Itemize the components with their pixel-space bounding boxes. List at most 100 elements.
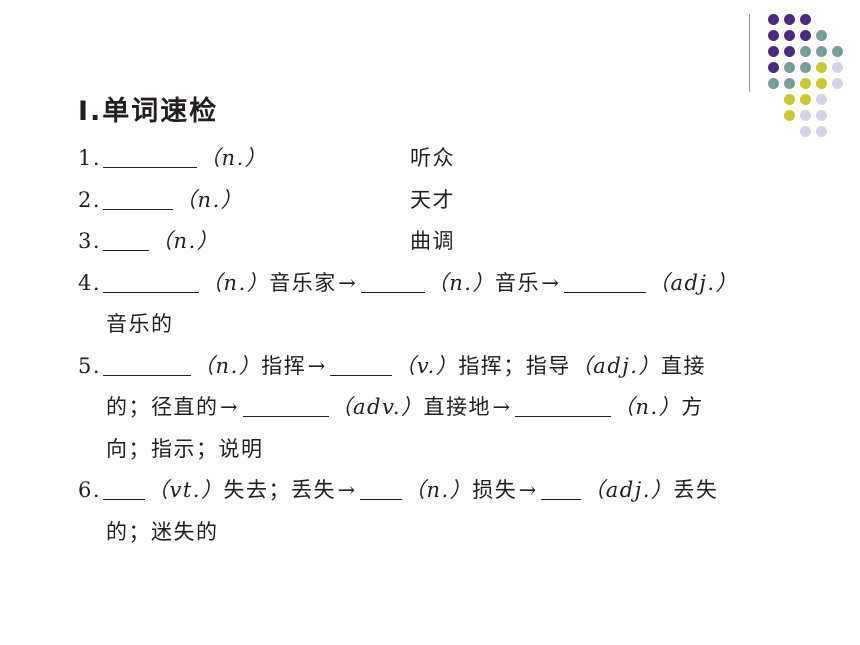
exercise-item-1: 1. （n.） 听众 (78, 138, 798, 180)
meaning: 天才 (410, 187, 455, 212)
part-of-speech: （n.） (201, 270, 270, 295)
exercise-item-5-continued-2: 向；指示；说明 (78, 429, 798, 471)
answer-blank[interactable] (103, 249, 150, 251)
arrow-icon: → (492, 395, 512, 419)
gloss-text: 直接地 (423, 395, 492, 419)
gloss-text: 音乐 (494, 270, 540, 295)
decor-dot (800, 14, 811, 25)
decor-dot (800, 62, 811, 73)
decor-dot (784, 62, 795, 73)
decor-dot (768, 78, 779, 89)
decor-dot (816, 94, 827, 105)
part-of-speech: （v.） (394, 353, 459, 378)
decor-dot (800, 126, 811, 137)
decor-dot (784, 30, 795, 41)
decor-dot (768, 14, 779, 25)
part-of-speech: （adj.） (570, 353, 661, 378)
exercise-item-6-continued: 的；迷失的 (78, 512, 798, 554)
exercise-item-5-continued: 的；径直的→（adv.）直接地→（n.）方 (78, 387, 798, 429)
decor-dot (768, 30, 779, 41)
meaning: 曲调 (410, 229, 455, 253)
answer-blank[interactable] (330, 374, 393, 376)
item-number: 6. (78, 478, 102, 502)
answer-blank[interactable] (515, 415, 612, 417)
part-of-speech: （n.） (151, 229, 220, 253)
decor-dot (816, 62, 827, 73)
arrow-icon: → (307, 353, 327, 378)
exercise-item-5: 5. （n.）指挥→ （v.）指挥；指导（adj.）直接 (78, 346, 798, 388)
answer-blank[interactable] (103, 166, 198, 168)
gloss-text: 直接 (660, 353, 706, 378)
answer-blank[interactable] (103, 498, 146, 500)
decor-dot (800, 110, 811, 121)
arrow-icon: → (219, 395, 240, 419)
section-title: Ⅰ.单词速检 (78, 96, 219, 127)
gloss-text: 损失 (472, 478, 518, 502)
exercise-item-6: 6.（vt.）失去；丢失→（n.）损失→（adj.）丢失 (78, 470, 798, 512)
arrow-icon: → (541, 270, 561, 295)
answer-blank[interactable] (103, 208, 174, 210)
gloss-text: 指挥 (261, 353, 307, 378)
exercise-content: Ⅰ.单词速检 1. （n.） 听众 2. （n.） 天才 3. （n.） 曲调 4. （… (78, 92, 798, 553)
decor-dot (832, 62, 843, 73)
answer-blank[interactable] (103, 291, 200, 293)
gloss-text: 的；径直的 (106, 395, 219, 419)
gloss-text: 丢失 (673, 478, 719, 502)
item-number: 1. (78, 146, 102, 170)
gloss-text: 的；迷失的 (106, 519, 219, 544)
part-of-speech: （n.） (175, 187, 244, 212)
decor-dot (784, 78, 795, 89)
exercise-item-2: 2. （n.） 天才 (78, 180, 798, 222)
decor-dot (800, 94, 811, 105)
item-number: 5. (78, 353, 102, 378)
gloss-text: 音乐的 (106, 312, 174, 336)
part-of-speech: （n.） (613, 395, 682, 419)
decor-dot (816, 30, 827, 41)
answer-blank[interactable] (242, 415, 329, 417)
item-number: 4. (78, 270, 102, 295)
arrow-icon: → (518, 478, 538, 502)
gloss-text: 指挥；指导 (458, 353, 571, 378)
decor-dot (768, 62, 779, 73)
decor-dot (816, 78, 827, 89)
decor-dot (784, 94, 795, 105)
answer-blank[interactable] (360, 291, 425, 293)
exercise-item-3: 3. （n.） 曲调 (78, 221, 798, 263)
decor-dot (784, 110, 795, 121)
part-of-speech: （vt.） (147, 478, 224, 502)
answer-blank[interactable] (541, 498, 582, 500)
exercise-item-4-continued: 音乐的 (78, 304, 798, 346)
part-of-speech: （adj.） (583, 478, 674, 502)
part-of-speech: （adv.） (330, 395, 424, 419)
answer-blank[interactable] (103, 374, 192, 376)
decor-dot (816, 110, 827, 121)
decor-dot (832, 46, 843, 57)
item-number: 2. (78, 187, 102, 212)
decor-dot (784, 14, 795, 25)
part-of-speech: （n.） (193, 353, 262, 378)
arrow-icon: → (338, 270, 358, 295)
part-of-speech: （adj.） (647, 270, 739, 295)
part-of-speech: （n.） (404, 478, 473, 502)
decor-dot (800, 30, 811, 41)
meaning: 听众 (410, 146, 455, 170)
gloss-text: 失去；丢失 (223, 478, 337, 502)
exercise-item-4: 4.（n.）音乐家→（n.）音乐→（adj.） (78, 263, 798, 305)
part-of-speech: （n.） (426, 270, 495, 295)
gloss-text: 音乐家 (269, 270, 337, 295)
decor-dot (800, 78, 811, 89)
decor-dot (784, 46, 795, 57)
decor-dot (768, 46, 779, 57)
decor-dot (816, 46, 827, 57)
decor-dot (800, 46, 811, 57)
gloss-text: 方 (681, 395, 704, 419)
decor-dot (832, 78, 843, 89)
decor-dot (816, 126, 827, 137)
arrow-icon: → (337, 478, 357, 502)
answer-blank[interactable] (360, 498, 403, 500)
gloss-text: 向；指示；说明 (106, 436, 264, 461)
item-number: 3. (78, 229, 102, 253)
part-of-speech: （n.） (199, 146, 268, 170)
decor-vertical-line (749, 14, 750, 92)
answer-blank[interactable] (563, 291, 646, 293)
